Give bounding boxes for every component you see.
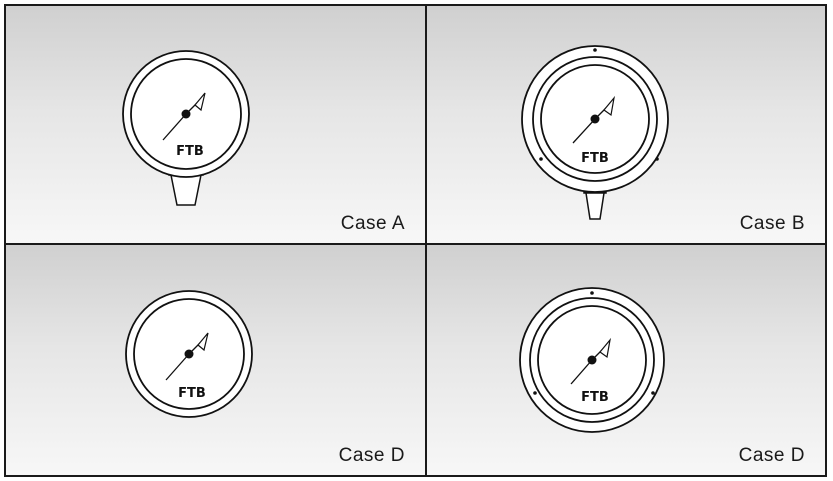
panel-case-b: FTB Case B bbox=[427, 6, 825, 243]
needle-tip bbox=[603, 95, 615, 117]
needle-tail bbox=[570, 359, 593, 385]
needle-tip bbox=[194, 92, 206, 112]
needle-tail bbox=[162, 113, 187, 141]
case-label: Case D bbox=[338, 445, 405, 466]
mounting-hole-left bbox=[539, 157, 543, 161]
needle-tip bbox=[197, 332, 209, 352]
case-label: Case B bbox=[739, 213, 805, 234]
diagram-frame: FTB Case A FTB Case B bbox=[4, 4, 827, 477]
panel-case-d-left: FTB Case D bbox=[6, 245, 425, 475]
mounting-hole-left bbox=[533, 391, 537, 395]
needle-pivot bbox=[590, 114, 600, 124]
case-label: Case D bbox=[738, 445, 805, 466]
needle-pivot bbox=[184, 349, 194, 359]
dial-text: FTB bbox=[581, 151, 609, 166]
vertical-divider bbox=[425, 6, 427, 475]
dial-text: FTB bbox=[581, 390, 609, 405]
needle-tip bbox=[599, 337, 611, 359]
case-label: Case A bbox=[340, 213, 405, 234]
needle-tail bbox=[165, 353, 190, 381]
gauge-d-right: FTB bbox=[519, 287, 665, 433]
gauge-d-left: FTB bbox=[125, 290, 253, 418]
horizontal-divider bbox=[6, 243, 825, 245]
mounting-hole-top bbox=[593, 48, 597, 52]
gauge-b: FTB bbox=[521, 45, 669, 220]
needle-pivot bbox=[587, 355, 597, 365]
gauge-a: FTB bbox=[122, 50, 250, 206]
mounting-hole-top bbox=[590, 291, 594, 295]
mounting-hole-right bbox=[655, 157, 659, 161]
panel-case-d-right: FTB Case D bbox=[427, 245, 825, 475]
needle-tail bbox=[572, 118, 596, 144]
dial-text: FTB bbox=[176, 144, 204, 159]
needle-pivot bbox=[181, 109, 191, 119]
panel-case-a: FTB Case A bbox=[6, 6, 425, 243]
dial-text: FTB bbox=[178, 386, 206, 401]
mounting-hole-right bbox=[651, 391, 655, 395]
